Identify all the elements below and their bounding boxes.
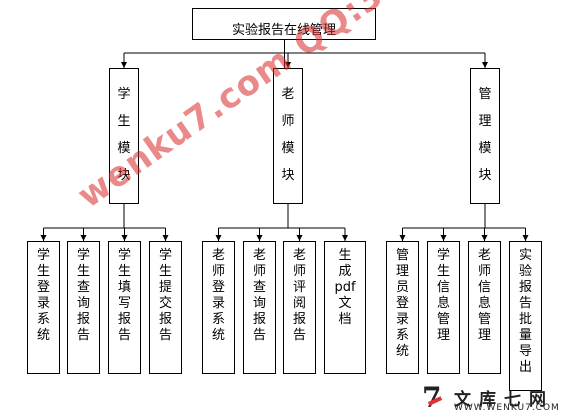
arrow-head-icon <box>215 235 222 241</box>
module-node-teacher: 老 师 模 块 <box>273 68 303 204</box>
arrow-head-icon <box>162 235 169 241</box>
leaf-node: 管 理 员 登 录 系 统 <box>386 241 419 374</box>
module-node-admin: 管 理 模 块 <box>470 68 500 204</box>
leaf-node: 生 成 pdf 文 档 <box>324 241 366 374</box>
logo-title: 文库七网 <box>454 390 554 410</box>
arrow-head-icon <box>399 235 406 241</box>
leaf-node: 老 师 查 询 报 告 <box>243 241 276 374</box>
arrow-head-icon <box>481 235 488 241</box>
leaf-label: 老 师 评 阅 报 告 <box>292 248 306 343</box>
module-label-teacher: 老 师 模 块 <box>281 87 295 183</box>
root-node: 实验报告在线管理 <box>192 8 376 40</box>
module-node-student: 学 生 模 块 <box>109 68 139 204</box>
logo-url: WWW.WENKU7.COM <box>454 403 560 413</box>
site-logo: 7 文库七网 WWW.WENKU7.COM <box>420 381 570 414</box>
leaf-label: 学 生 信 息 管 理 <box>436 248 450 343</box>
arrow-head-icon <box>296 235 303 241</box>
leaf-node: 学 生 提 交 报 告 <box>149 241 182 374</box>
leaf-label: 老 师 登 录 系 统 <box>211 248 225 343</box>
leaf-label: 学 生 查 询 报 告 <box>76 248 90 343</box>
leaf-node: 学 生 填 写 报 告 <box>108 241 141 374</box>
leaf-label: 学 生 登 录 系 统 <box>36 248 50 343</box>
leaf-label: 老 师 查 询 报 告 <box>252 248 266 343</box>
arrow-head-icon <box>285 62 291 68</box>
module-label-student: 学 生 模 块 <box>117 87 131 183</box>
arrow-head-icon <box>522 235 529 241</box>
arrow-head-icon <box>482 62 488 68</box>
leaf-node: 学 生 信 息 管 理 <box>427 241 460 374</box>
leaf-label: 实 验 报 告 批 量 导 出 <box>518 248 532 375</box>
arrow-head-icon <box>256 235 263 241</box>
arrow-head-icon <box>40 235 47 241</box>
module-label-admin: 管 理 模 块 <box>478 87 492 183</box>
leaf-label: 老 师 信 息 管 理 <box>477 248 491 343</box>
arrow-head-icon <box>121 62 127 68</box>
leaf-label: 生 成 pdf 文 档 <box>334 248 356 327</box>
arrow-head-icon <box>121 235 128 241</box>
leaf-label: 学 生 提 交 报 告 <box>158 248 172 343</box>
leaf-label: 学 生 填 写 报 告 <box>117 248 131 343</box>
leaf-node: 老 师 登 录 系 统 <box>202 241 235 374</box>
leaf-node: 学 生 登 录 系 统 <box>27 241 60 374</box>
arrow-head-icon <box>342 235 348 241</box>
arrow-head-icon <box>440 235 447 241</box>
leaf-node: 老 师 信 息 管 理 <box>468 241 501 374</box>
leaf-node: 实 验 报 告 批 量 导 出 <box>509 241 542 391</box>
logo-mark-icon: 7 <box>422 381 442 414</box>
root-label: 实验报告在线管理 <box>231 23 336 38</box>
leaf-node: 学 生 查 询 报 告 <box>67 241 100 374</box>
arrow-head-icon <box>80 235 87 241</box>
leaf-label: 管 理 员 登 录 系 统 <box>395 248 409 359</box>
leaf-node: 老 师 评 阅 报 告 <box>283 241 316 374</box>
